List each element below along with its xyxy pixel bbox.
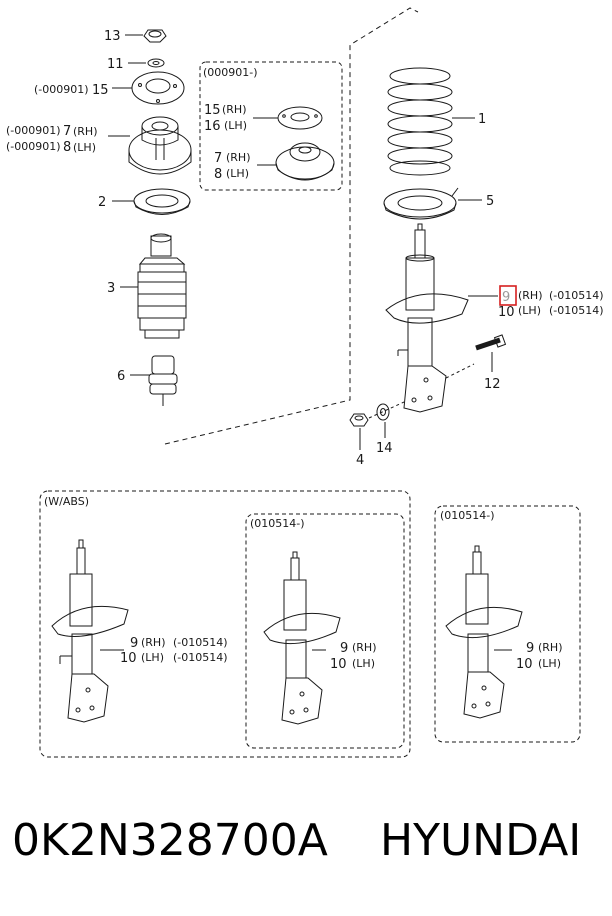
callout-11: 11 bbox=[107, 57, 124, 72]
b-callout-10-suffix: (LH) bbox=[538, 657, 561, 670]
callout-7-prefix: (-000901) bbox=[6, 124, 61, 137]
callout-5: 5 bbox=[486, 194, 494, 209]
inset-callout-8-suffix: (LH) bbox=[226, 167, 249, 180]
wabs-callout-10: 10 bbox=[120, 651, 137, 666]
spring-seat-5 bbox=[383, 187, 459, 220]
callout-9-highlight bbox=[499, 285, 517, 306]
callout-8-suffix: (LH) bbox=[73, 141, 96, 154]
inset-000901-title: (000901-) bbox=[203, 66, 258, 79]
callout-7: 7 bbox=[63, 124, 71, 139]
parts-diagram: 13 11 (-000901) 15 (-000901) 7 (RH) (-00… bbox=[6, 7, 604, 758]
strut-assembly-010514-a bbox=[263, 551, 341, 725]
nut-4 bbox=[349, 413, 369, 427]
inset-callout-16: 16 bbox=[204, 119, 221, 134]
plate-15-16 bbox=[277, 106, 323, 130]
inset-callout-15: 15 bbox=[204, 103, 221, 118]
callout-10-suffix: (LH) bbox=[518, 304, 541, 317]
strut-assembly-010514-b bbox=[445, 545, 523, 719]
callout-1: 1 bbox=[478, 112, 486, 127]
callout-12: 12 bbox=[484, 377, 501, 392]
inset-000901-box bbox=[199, 61, 343, 191]
plate-15 bbox=[131, 71, 185, 105]
strut-mount-7-8-new bbox=[275, 142, 335, 181]
callout-14: 14 bbox=[376, 441, 393, 456]
coil-spring-1 bbox=[387, 67, 453, 176]
callout-3: 3 bbox=[107, 281, 115, 296]
callout-15-prefix: (-000901) bbox=[34, 83, 89, 96]
callout-13: 13 bbox=[104, 29, 121, 44]
a-callout-10-suffix: (LH) bbox=[352, 657, 375, 670]
inset-010514-b-title: (010514-) bbox=[440, 509, 495, 522]
bump-stop-6 bbox=[148, 355, 178, 406]
a-callout-10: 10 bbox=[330, 657, 347, 672]
wabs-callout-9-date: (-010514) bbox=[173, 636, 228, 649]
callout-4: 4 bbox=[356, 453, 364, 468]
bolt-12 bbox=[475, 334, 507, 351]
wabs-callout-10-date: (-010514) bbox=[173, 651, 228, 664]
washer-11 bbox=[147, 58, 165, 68]
b-callout-9: 9 bbox=[526, 641, 534, 656]
a-callout-9-suffix: (RH) bbox=[352, 641, 377, 654]
footer: 0K2N328700A HYUNDAI bbox=[0, 815, 612, 885]
inset-010514-b-box bbox=[434, 505, 581, 743]
callout-10: 10 bbox=[498, 305, 515, 320]
inset-callout-7-suffix: (RH) bbox=[226, 151, 251, 164]
b-callout-10: 10 bbox=[516, 657, 533, 672]
callout-2: 2 bbox=[98, 195, 106, 210]
inset-callout-15-suffix: (RH) bbox=[222, 103, 247, 116]
inset-wabs-title: (W/ABS) bbox=[44, 495, 89, 508]
b-callout-9-suffix: (RH) bbox=[538, 641, 563, 654]
callout-9-suffix: (RH) bbox=[518, 289, 543, 302]
callout-15: 15 bbox=[92, 83, 109, 98]
wabs-callout-10-suffix: (LH) bbox=[141, 651, 164, 664]
strut-assembly-wabs bbox=[51, 539, 129, 723]
callout-7-suffix: (RH) bbox=[73, 125, 98, 138]
nut-13 bbox=[143, 29, 167, 43]
inset-callout-16-suffix: (LH) bbox=[224, 119, 247, 132]
inset-callout-8: 8 bbox=[214, 167, 222, 182]
part-number: 0K2N328700A bbox=[12, 815, 328, 866]
spring-seat-2 bbox=[133, 188, 191, 215]
inset-callout-7: 7 bbox=[214, 151, 222, 166]
callout-9-date: (-010514) bbox=[549, 289, 604, 302]
callout-8: 8 bbox=[63, 140, 71, 155]
washer-14 bbox=[376, 403, 390, 421]
brand-name: HYUNDAI bbox=[380, 815, 582, 866]
inset-wabs-box bbox=[39, 490, 411, 758]
callout-9: 9 bbox=[502, 290, 510, 305]
callout-6: 6 bbox=[117, 369, 125, 384]
inset-010514-a-title: (010514-) bbox=[250, 517, 305, 530]
wabs-callout-9: 9 bbox=[130, 636, 138, 651]
a-callout-9: 9 bbox=[340, 641, 348, 656]
wabs-callout-9-suffix: (RH) bbox=[141, 636, 166, 649]
dust-boot-3 bbox=[137, 233, 187, 339]
inset-010514-a-box bbox=[245, 513, 405, 749]
callout-10-date: (-010514) bbox=[549, 304, 604, 317]
strut-assembly-main bbox=[385, 223, 469, 413]
strut-mount-7-8 bbox=[128, 116, 192, 175]
assembly-boundary bbox=[164, 7, 419, 445]
callout-8-prefix: (-000901) bbox=[6, 140, 61, 153]
